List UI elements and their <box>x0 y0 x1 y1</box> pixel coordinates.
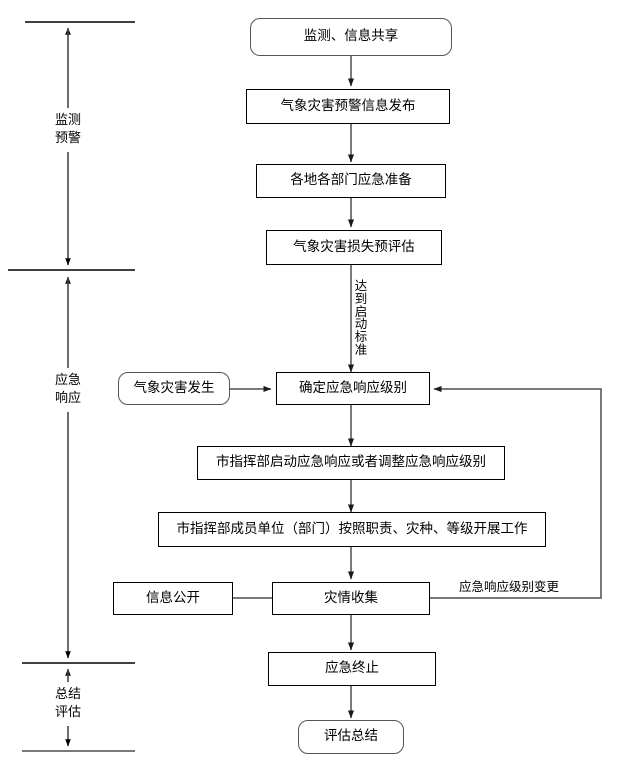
reach-threshold-char-3: 动 <box>354 316 368 332</box>
phase-response-line1: 应急 <box>54 373 81 389</box>
edge-label-level-change-text: 应急响应级别变更 <box>459 579 560 594</box>
node-monitor-share-label: 监测、信息共享 <box>303 28 399 45</box>
edge-label-level-change: 应急响应级别变更 <box>457 576 562 595</box>
node-loss-preassess-label: 气象灾害损失预评估 <box>293 238 415 255</box>
phase-summary-line2: 评估 <box>54 705 81 720</box>
phase-monitoring-line2: 预警 <box>54 131 81 146</box>
phase-response: 应急 响应 <box>40 368 96 412</box>
node-info-disclosure[interactable]: 信息公开 <box>113 582 233 615</box>
node-dept-prepare[interactable]: 各地各部门应急准备 <box>256 164 446 198</box>
node-disaster-occurs-label: 气象灾害发生 <box>133 379 215 396</box>
node-disaster-collect-label: 灾情收集 <box>324 589 378 606</box>
reach-threshold-char-4: 标 <box>354 329 368 344</box>
phase-monitoring: 监测 预警 <box>40 108 96 152</box>
phase-response-line2: 响应 <box>54 391 81 406</box>
node-monitor-share[interactable]: 监测、信息共享 <box>250 18 452 56</box>
reach-threshold-char-5: 准 <box>354 341 368 357</box>
node-member-units-work-label: 市指挥部成员单位（部门）按照职责、灾种、等级开展工作 <box>176 520 528 537</box>
node-warning-release[interactable]: 气象灾害预警信息发布 <box>246 89 450 124</box>
node-loss-preassess[interactable]: 气象灾害损失预评估 <box>266 230 442 265</box>
node-emergency-end-label: 应急终止 <box>325 660 379 677</box>
node-assess-summary[interactable]: 评估总结 <box>298 720 404 754</box>
node-info-disclosure-label: 信息公开 <box>146 589 200 606</box>
reach-threshold-char-1: 到 <box>354 290 368 306</box>
reach-threshold-char-0: 达 <box>354 278 368 293</box>
node-warning-release-label: 气象灾害预警信息发布 <box>280 97 416 114</box>
node-member-units-work[interactable]: 市指挥部成员单位（部门）按照职责、灾种、等级开展工作 <box>158 512 546 547</box>
node-dept-prepare-label: 各地各部门应急准备 <box>290 172 412 189</box>
node-city-hq-start[interactable]: 市指挥部启动应急响应或者调整应急响应级别 <box>197 446 505 480</box>
node-city-hq-start-label: 市指挥部启动应急响应或者调整应急响应级别 <box>216 454 486 471</box>
phase-summary: 总结 评估 <box>40 682 96 726</box>
reach-threshold-char-2: 启 <box>354 303 368 319</box>
node-disaster-collect[interactable]: 灾情收集 <box>272 582 430 615</box>
edge-label-reach-threshold: 达 到 启 动 标 准 <box>353 278 369 357</box>
node-disaster-occurs[interactable]: 气象灾害发生 <box>118 372 230 405</box>
node-assess-summary-label: 评估总结 <box>324 728 378 745</box>
node-determine-level[interactable]: 确定应急响应级别 <box>276 372 430 405</box>
node-determine-level-label: 确定应急响应级别 <box>299 379 407 396</box>
node-emergency-end[interactable]: 应急终止 <box>268 652 436 686</box>
phase-summary-line1: 总结 <box>54 687 81 703</box>
phase-monitoring-line1: 监测 <box>54 113 81 129</box>
